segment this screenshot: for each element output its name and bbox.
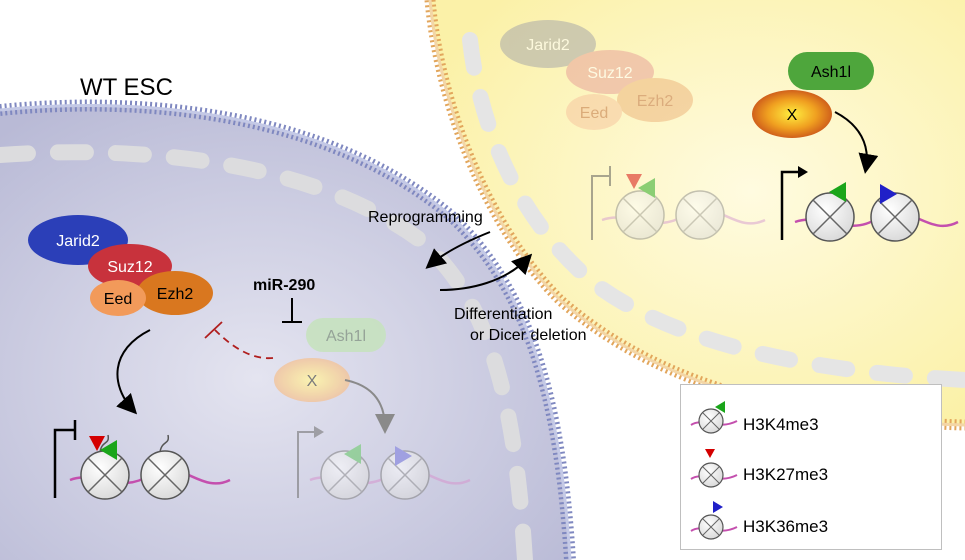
legend-icons — [690, 401, 738, 540]
left-ash1l-group: Ash1l X — [274, 318, 386, 402]
left-prc2-complex: Jarid2 Suz12 Ezh2 Eed — [28, 215, 213, 316]
legend: H3K4me3 H3K27me3 H3K36me3 — [680, 384, 942, 550]
mir290-inhibit — [282, 298, 302, 323]
right-repressed-chromatin — [591, 166, 766, 240]
h3k27me3-mark — [626, 174, 642, 189]
ash1l-label: Ash1l — [326, 328, 366, 345]
eed-label: Eed — [580, 105, 608, 122]
mir290-label: miR-290 — [253, 277, 315, 294]
h3k36me3-mark — [880, 184, 897, 204]
prc2-to-chromatin-arrow — [116, 329, 151, 415]
suz12-label: Suz12 — [587, 65, 632, 82]
jarid2-label: Jarid2 — [56, 233, 100, 250]
eed-label: Eed — [104, 291, 132, 308]
h3k4me3-mark — [638, 178, 655, 198]
legend-label-h3k4me3: H3K4me3 — [743, 415, 819, 434]
ezh2-label: Ezh2 — [157, 286, 194, 303]
x-factor-label: X — [787, 107, 798, 124]
x-to-active-chromatin-arrow — [834, 111, 879, 174]
legend-label-h3k27me3: H3K27me3 — [743, 465, 829, 484]
differentiation-label-line2: or Dicer deletion — [470, 327, 587, 344]
right-prc2-complex: Jarid2 Suz12 Ezh2 Eed — [500, 20, 693, 130]
ash1l-protein — [788, 52, 874, 90]
left-cell — [0, 99, 576, 560]
differentiation-label-line1: Differentiation — [454, 306, 552, 323]
ezh2-protein — [617, 78, 693, 122]
differentiation-arrow — [439, 253, 533, 291]
legend-icon-h3k4me3 — [690, 401, 738, 434]
reprogramming-label: Reprogramming — [368, 209, 483, 226]
page-title: WT ESC — [80, 74, 173, 101]
right-ash1l-group: Ash1l X — [752, 52, 874, 138]
ash1l-label: Ash1l — [811, 64, 851, 81]
x-factor — [752, 90, 832, 138]
legend-icon-h3k36me3 — [690, 501, 738, 540]
x-to-chromatin-arrow — [344, 379, 395, 434]
reprogramming-arrow — [425, 231, 491, 269]
h3k27me3-mark — [89, 436, 105, 451]
h3k36me3-mark — [395, 446, 412, 466]
right-active-chromatin — [780, 166, 959, 242]
left-chromatin — [53, 420, 231, 500]
ezh2-label: Ezh2 — [637, 93, 674, 110]
ezh2-protein — [137, 271, 213, 315]
jarid2-protein — [500, 20, 596, 68]
x-factor-label: X — [307, 373, 318, 390]
h3k4me3-mark — [100, 440, 117, 460]
suz12-label: Suz12 — [107, 259, 152, 276]
legend-label-h3k36me3: H3K36me3 — [743, 517, 829, 536]
eed-protein — [90, 280, 146, 316]
x-inhibits-prc2 — [214, 329, 274, 359]
jarid2-label: Jarid2 — [526, 37, 570, 54]
eed-protein — [566, 94, 622, 130]
legend-icon-h3k27me3 — [690, 449, 738, 488]
h3k4me3-mark — [829, 182, 846, 202]
left-active-chromatin — [297, 426, 471, 500]
h3k4me3-mark — [344, 444, 361, 464]
x-factor — [274, 358, 350, 402]
ash1l-protein — [306, 318, 386, 352]
